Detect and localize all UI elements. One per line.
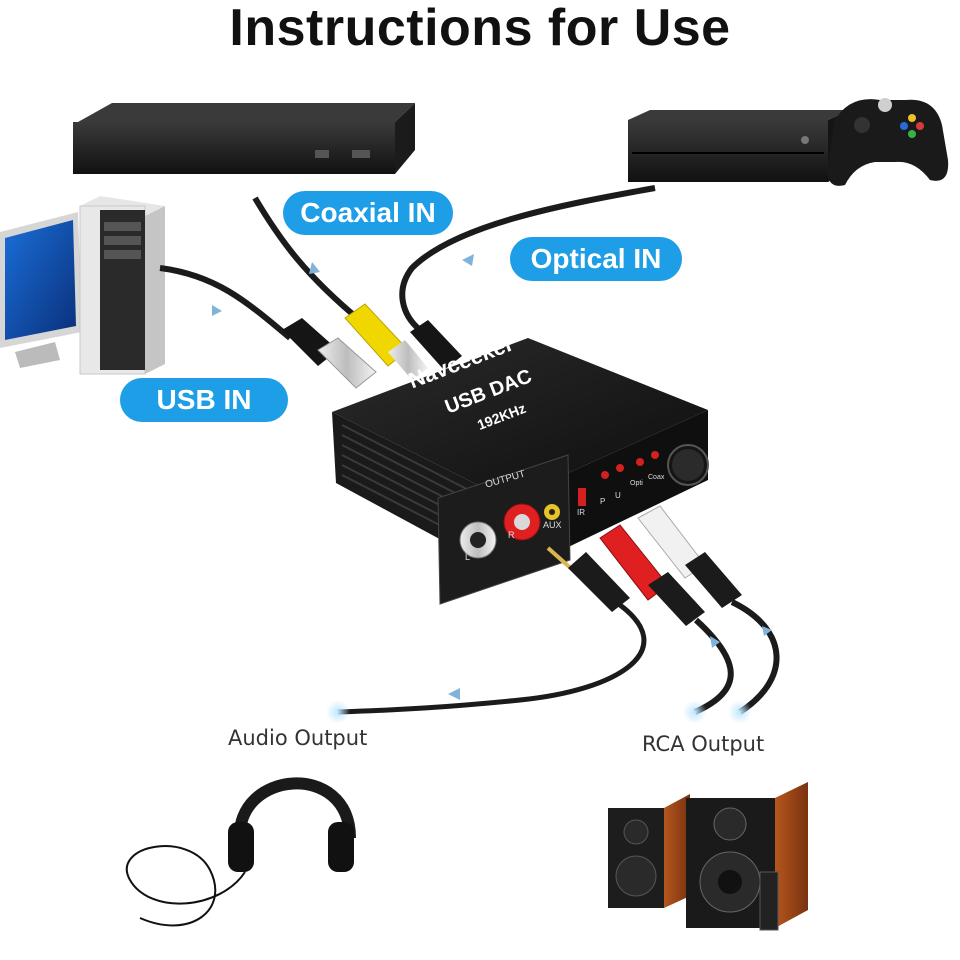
audio-output-label: Audio Output bbox=[228, 726, 368, 750]
arrow-icon bbox=[762, 626, 772, 636]
arrow-icon bbox=[462, 254, 474, 266]
coaxial-in-label: Coaxial IN bbox=[283, 191, 453, 235]
rca-white-plug-icon bbox=[637, 505, 742, 608]
rca-red-plug-icon bbox=[599, 524, 705, 626]
glow-endpoint bbox=[326, 700, 350, 724]
usb-dac-device bbox=[332, 338, 709, 605]
speakers-icon bbox=[608, 782, 808, 931]
page-title: Instructions for Use bbox=[229, 0, 731, 57]
led-label-ir: IR bbox=[577, 508, 585, 517]
optical-cable bbox=[399, 185, 656, 333]
rca-red-cable bbox=[693, 617, 734, 715]
blu-ray-player-icon bbox=[73, 103, 415, 174]
arrow-icon bbox=[309, 262, 320, 274]
game-controller-icon bbox=[827, 98, 949, 186]
port-label-r: R bbox=[508, 530, 515, 540]
game-console-icon bbox=[628, 110, 850, 182]
arrow-icon bbox=[212, 305, 222, 316]
led-label-u: U bbox=[615, 491, 621, 500]
aux-label: AUX bbox=[543, 520, 562, 530]
led-label-p: P bbox=[600, 497, 606, 506]
port-label-l: L bbox=[465, 552, 471, 562]
arrow-icon bbox=[448, 688, 460, 700]
optical-in-label: Optical IN bbox=[510, 237, 682, 281]
coaxial-cable bbox=[252, 196, 364, 325]
monitor-icon bbox=[0, 212, 82, 368]
optical-plug-icon bbox=[410, 320, 462, 370]
arrow-icon bbox=[710, 636, 720, 648]
usb-plug-icon bbox=[282, 318, 377, 389]
aux-plug-icon bbox=[546, 546, 630, 612]
computer-tower-icon bbox=[79, 196, 165, 375]
coaxial-plug-icon bbox=[344, 303, 428, 380]
glow-endpoint bbox=[728, 700, 752, 724]
audio-output-cable bbox=[337, 603, 647, 715]
usb-cable bbox=[159, 265, 292, 341]
glow-endpoint bbox=[683, 700, 707, 724]
rca-output-label: RCA Output bbox=[642, 732, 765, 756]
led-label-coax: Coax bbox=[648, 474, 665, 481]
headphones-icon bbox=[126, 777, 356, 927]
usb-in-label: USB IN bbox=[120, 378, 288, 422]
rca-white-cable bbox=[730, 599, 780, 715]
led-label-opti: Opti bbox=[630, 480, 643, 487]
